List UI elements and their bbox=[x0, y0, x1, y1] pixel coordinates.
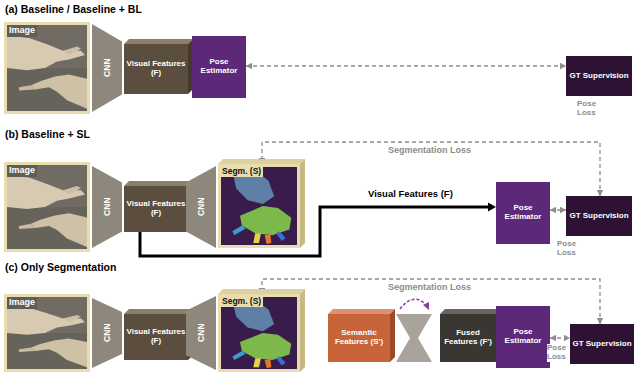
input-image: Image bbox=[4, 162, 90, 252]
cnn-block: CNN bbox=[92, 24, 122, 112]
loss-connector bbox=[246, 63, 566, 70]
cube-top-face bbox=[218, 289, 305, 294]
cube-top-face bbox=[218, 159, 305, 164]
edge-label: Pose Loss bbox=[577, 100, 603, 118]
node-label: Visual Features (F) bbox=[124, 328, 188, 346]
hand-photo bbox=[7, 165, 87, 249]
node-label: CNN bbox=[196, 198, 205, 216]
segmentation-box: Segm. (S) bbox=[218, 164, 300, 248]
cnn-block: CNN bbox=[186, 166, 216, 248]
edge-label: Visual Features (F) bbox=[366, 189, 455, 199]
fusion-hourglass bbox=[396, 314, 432, 362]
node-label: Image bbox=[7, 297, 37, 309]
panel-title: (c) Only Segmentation bbox=[5, 261, 116, 273]
arrowhead bbox=[550, 335, 556, 342]
arrowhead bbox=[550, 207, 556, 214]
cnn-shape bbox=[92, 24, 122, 112]
cube-top-face bbox=[440, 309, 501, 314]
cube-top-face bbox=[124, 181, 193, 186]
node-label: Visual Features (F) bbox=[124, 60, 188, 78]
input-image: Image bbox=[4, 294, 90, 372]
node-label: Segm. (S) bbox=[221, 167, 263, 177]
segmentation-map bbox=[221, 167, 297, 245]
hand-photo bbox=[7, 297, 87, 369]
cnn-shape bbox=[186, 166, 216, 248]
node-label: CNN bbox=[102, 324, 111, 342]
fused-feature-cube: Fused Features (F') bbox=[440, 314, 496, 362]
cube-side-face bbox=[300, 159, 305, 248]
gt-supervision-box: GT Supervision bbox=[566, 56, 632, 96]
cube-top-face bbox=[124, 39, 193, 44]
node-label: CNN bbox=[102, 59, 111, 77]
fusion-arrowhead bbox=[423, 302, 429, 310]
cnn-block: CNN bbox=[92, 298, 122, 368]
loss-connector bbox=[259, 142, 604, 196]
loss-connector bbox=[550, 207, 566, 214]
node-label: Semantic Features (S') bbox=[328, 329, 390, 347]
cnn-block: CNN bbox=[186, 296, 216, 370]
cnn-block: CNN bbox=[92, 166, 122, 248]
connector-line bbox=[246, 65, 566, 66]
gt-supervision-box: GT Supervision bbox=[566, 196, 632, 236]
node-label: Visual Features (F) bbox=[124, 200, 188, 218]
cube-side-face bbox=[390, 309, 395, 362]
arrowhead bbox=[246, 63, 252, 70]
cnn-shape bbox=[92, 298, 122, 368]
cube-top-face bbox=[328, 309, 395, 314]
cnn-shape bbox=[186, 296, 216, 370]
gt-supervision-box: GT Supervision bbox=[570, 324, 634, 364]
node-label: Pose Estimator bbox=[496, 204, 550, 222]
arrowhead bbox=[488, 203, 496, 212]
node-label: CNN bbox=[102, 198, 111, 216]
panel-title: (a) Baseline / Baseline + BL bbox=[5, 3, 142, 15]
segmentation-box: Segm. (S) bbox=[218, 294, 300, 372]
node-label: Pose Estimator bbox=[496, 328, 550, 346]
segmentation-map bbox=[221, 297, 297, 369]
node-label: Pose Estimator bbox=[192, 58, 246, 76]
hand-photo bbox=[7, 25, 87, 111]
feature-cube: Visual Features (F) bbox=[124, 314, 188, 360]
fusion-curved-arrow bbox=[400, 299, 427, 309]
cube-top-face bbox=[124, 309, 193, 314]
feature-cube: Visual Features (F) bbox=[124, 44, 188, 94]
feature-cube: Visual Features (F) bbox=[124, 186, 188, 232]
pose-estimator-box: Pose Estimator bbox=[496, 306, 550, 368]
edge-label: Segmentation Loss bbox=[386, 146, 473, 156]
node-label: GT Supervision bbox=[572, 340, 631, 349]
edge-label: Pose Loss bbox=[547, 344, 569, 362]
node-label: Segm. (S) bbox=[221, 297, 263, 307]
node-label: CNN bbox=[196, 324, 205, 342]
loss-connector bbox=[259, 279, 604, 324]
pose-estimator-box: Pose Estimator bbox=[496, 182, 550, 244]
panel-title: (b) Baseline + SL bbox=[5, 128, 90, 140]
pose-estimator-box: Pose Estimator bbox=[192, 36, 246, 98]
node-label: Image bbox=[7, 25, 37, 37]
node-label: GT Supervision bbox=[569, 212, 628, 221]
input-image: Image bbox=[4, 22, 90, 114]
cnn-shape bbox=[92, 166, 122, 248]
node-label: Fused Features (F') bbox=[440, 329, 496, 347]
cube-side-face bbox=[300, 289, 305, 372]
node-label: Image bbox=[7, 165, 37, 177]
edge-label: Pose Loss bbox=[557, 240, 583, 258]
node-label: GT Supervision bbox=[569, 72, 628, 81]
semantic-feature-cube: Semantic Features (S') bbox=[328, 314, 390, 362]
loss-connector bbox=[550, 335, 570, 342]
edge-label: Segmentation Loss bbox=[386, 283, 473, 293]
